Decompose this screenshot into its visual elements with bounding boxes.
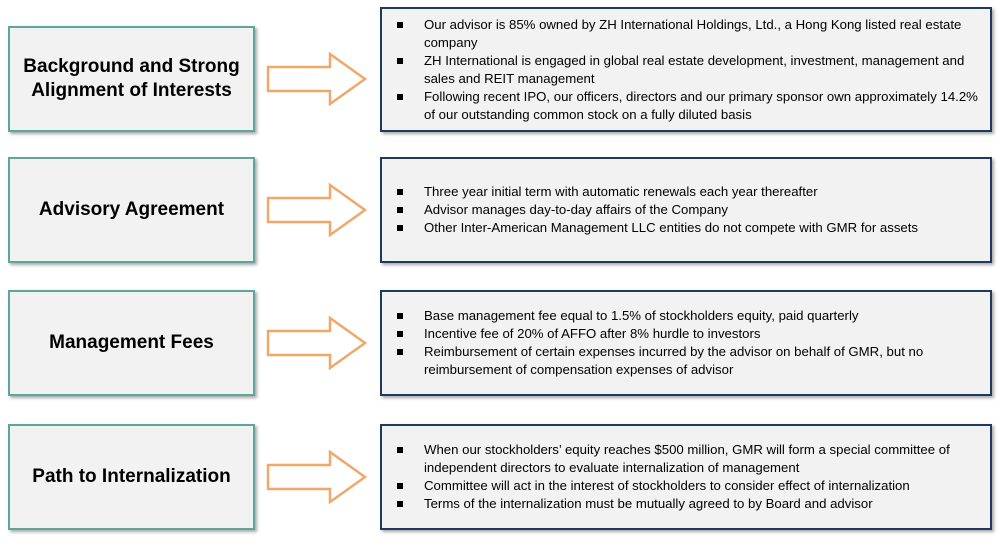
bullet-square-icon (397, 313, 403, 319)
detail-box-management-fees: Base management fee equal to 1.5% of sto… (380, 290, 992, 396)
label-background: Background and Strong Alignment of Inter… (23, 56, 240, 101)
label-path-to-internalization: Path to Internalization (32, 466, 231, 487)
bullet-square-icon (397, 483, 403, 489)
label-box-advisory-agreement: Advisory Agreement (8, 157, 255, 263)
arrow-right-icon (266, 316, 368, 370)
list-item: Following recent IPO, our officers, dire… (394, 88, 980, 124)
detail-box-path-to-internalization: When our stockholders’ equity reaches $5… (380, 424, 992, 530)
bullet-list: Our advisor is 85% owned by ZH Internati… (382, 16, 990, 124)
label-advisory-agreement: Advisory Agreement (38, 199, 225, 220)
arrow-right-icon (266, 183, 368, 237)
list-item: Terms of the internalization must be mut… (394, 495, 980, 513)
bullet-square-icon (397, 501, 403, 507)
list-item: Our advisor is 85% owned by ZH Internati… (394, 16, 980, 52)
list-item: Committee will act in the interest of st… (394, 477, 980, 495)
label-box-background: Background and Strong Alignment of Inter… (8, 26, 255, 132)
label-management-fees: Management Fees (49, 332, 214, 353)
detail-box-advisory-agreement: Three year initial term with automatic r… (380, 157, 992, 263)
bullet-square-icon (397, 189, 403, 195)
arrow-right-icon (266, 450, 368, 504)
list-item: ZH International is engaged in global re… (394, 52, 980, 88)
bullet-list: Base management fee equal to 1.5% of sto… (382, 307, 990, 379)
label-box-management-fees: Management Fees (8, 290, 255, 396)
bullet-square-icon (397, 21, 403, 28)
bullet-square-icon (397, 331, 403, 337)
bullet-square-icon (397, 207, 403, 213)
bullet-list: Three year initial term with automatic r… (382, 183, 990, 237)
list-item: When our stockholders’ equity reaches $5… (394, 441, 980, 477)
bullet-square-icon (397, 225, 403, 231)
list-item: Three year initial term with automatic r… (394, 183, 980, 201)
bullet-square-icon (397, 93, 403, 100)
list-item: Advisor manages day-to-day affairs of th… (394, 201, 980, 219)
bullet-square-icon (397, 349, 403, 355)
detail-box-background: Our advisor is 85% owned by ZH Internati… (380, 7, 992, 132)
list-item: Base management fee equal to 1.5% of sto… (394, 307, 980, 325)
list-item: Incentive fee of 20% of AFFO after 8% hu… (394, 325, 980, 343)
bullet-square-icon (397, 57, 403, 64)
bullet-list: When our stockholders’ equity reaches $5… (382, 441, 990, 513)
label-box-path-to-internalization: Path to Internalization (8, 424, 255, 530)
arrow-right-icon (266, 52, 368, 106)
bullet-square-icon (397, 447, 403, 453)
list-item: Reimbursement of certain expenses incurr… (394, 343, 980, 379)
list-item: Other Inter-American Management LLC enti… (394, 219, 980, 237)
